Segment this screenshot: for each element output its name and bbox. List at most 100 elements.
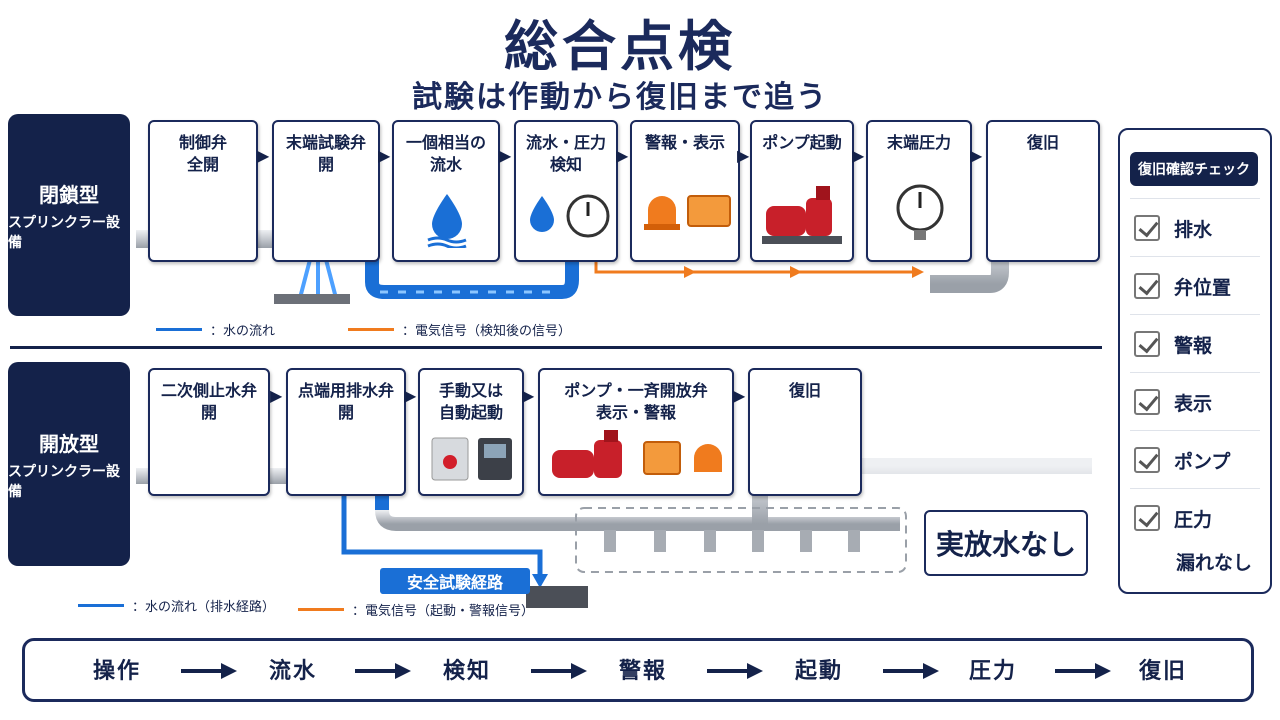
checkbox-checked-icon[interactable] (1134, 389, 1160, 415)
step-label: 末端試験弁 開 (285, 133, 366, 174)
closed-step-8: 復旧 (986, 120, 1100, 262)
drain-basin (274, 294, 350, 304)
flow-step: 検知 (443, 659, 492, 684)
signal-line-swatch (298, 608, 344, 611)
no-real-discharge-label: 実放水なし (924, 510, 1088, 576)
open-step-3: 手動又は 自動起動 (418, 368, 524, 496)
open-step-4: ポンプ・一斉開放弁 表示・警報 (538, 368, 734, 496)
open-sprinkler-heads (604, 530, 860, 552)
check-item[interactable]: ポンプ (1130, 430, 1260, 489)
closed-type-label: 閉鎖型 スプリンクラー設備 (8, 114, 130, 316)
step-label: 復旧 (1026, 133, 1059, 152)
flow-step: 操作 (93, 659, 142, 684)
right-arrow-icon (1055, 663, 1111, 679)
arrow-icon: ▶ (970, 146, 983, 165)
closed-step-3: 一個相当の 流水 (392, 120, 500, 262)
arrow-icon: ▶ (378, 146, 391, 165)
arrow-icon: ▶ (499, 146, 512, 165)
step-label: 流水・圧力 検知 (525, 133, 606, 174)
legend-text: ：電気信号（検知後の信号） (402, 324, 572, 339)
closed-step-5: 警報・表示 (630, 120, 740, 262)
drain-grate (526, 586, 588, 608)
legend-text: ：水の流れ (210, 324, 276, 339)
check-item[interactable]: 圧力 (1130, 488, 1260, 547)
restore-check-panel: 復旧確認チェック 排水 弁位置 警報 表示 ポンプ 圧力 (1118, 128, 1272, 594)
checkbox-checked-icon[interactable] (1134, 505, 1160, 531)
open-step-5: 復旧 (748, 368, 862, 496)
step-label: ポンプ起動 (762, 133, 842, 152)
right-arrow-icon (531, 663, 587, 679)
check-item-label: 表示 (1174, 392, 1213, 415)
check-item-label: 弁位置 (1174, 276, 1232, 299)
checkbox-checked-icon[interactable] (1134, 331, 1160, 357)
open-step-1: 二次側止水弁 開 (148, 368, 270, 496)
closed-signal-line (594, 262, 920, 274)
flow-step: 起動 (795, 659, 844, 684)
water-line-swatch (78, 604, 124, 607)
open-header-pipe (375, 509, 900, 531)
check-item[interactable]: 弁位置 (1130, 256, 1260, 315)
step-label: ポンプ・一斉開放弁 表示・警報 (564, 381, 708, 422)
check-panel-title: 復旧確認チェック (1130, 152, 1258, 186)
alarm-panel-icon (644, 195, 731, 230)
closed-type-subtitle: スプリンクラー設備 (8, 214, 120, 251)
open-type-label: 開放型 スプリンクラー設備 (8, 362, 130, 566)
legend-text: ：電気信号（起動・警報信号） (352, 604, 535, 619)
flow-step: 流水 (269, 659, 318, 684)
arrow-icon: ▶ (733, 386, 746, 405)
right-arrow-icon (355, 663, 411, 679)
closed-legend-signal: ：電気信号（検知後の信号） (348, 320, 571, 339)
check-item-label: 警報 (1174, 334, 1213, 357)
right-arrow-icon (181, 663, 237, 679)
flow-step: 圧力 (969, 659, 1018, 684)
open-legend-signal: ：電気信号（起動・警報信号） (298, 600, 534, 619)
check-item[interactable]: 表示 (1130, 372, 1260, 431)
page-subtitle: 試験は作動から復旧まで追う (412, 80, 828, 115)
check-item[interactable]: 排水 (1130, 198, 1260, 257)
arrow-icon: ▶ (522, 386, 535, 405)
right-arrow-icon (707, 663, 763, 679)
arrow-icon: ▶ (852, 146, 865, 165)
sprinkler-zone (575, 507, 907, 573)
water-drop-icon (427, 194, 467, 248)
pressure-gauge-icon (530, 194, 610, 238)
closed-legend-water: ：水の流れ (156, 320, 275, 339)
flow-step: 警報 (619, 659, 668, 684)
closed-step-2: 末端試験弁 開 (272, 120, 380, 262)
check-item-label: 排水 (1174, 218, 1213, 241)
open-step-2: 点端用排水弁 開 (286, 368, 406, 496)
legend-text: ：水の流れ（排水経路） (132, 600, 276, 615)
step-label: 制御弁 全開 (178, 133, 227, 174)
pump-alarm-icon (552, 430, 722, 478)
closed-step-6: ポンプ起動 (750, 120, 854, 262)
water-line-swatch (156, 328, 202, 331)
closed-type-title: 閉鎖型 (39, 182, 99, 207)
closed-step-1: 制御弁 全開 (148, 120, 258, 262)
step-label: 二次側止水弁 開 (160, 381, 257, 422)
safe-test-route-label: 安全試験経路 (380, 568, 530, 594)
open-legend-water: ：水の流れ（排水経路） (78, 596, 275, 615)
checkbox-checked-icon[interactable] (1134, 215, 1160, 241)
signal-line-swatch (348, 328, 394, 331)
section-divider (10, 346, 1102, 349)
checkbox-checked-icon[interactable] (1134, 447, 1160, 473)
check-item-label: ポンプ (1174, 450, 1231, 473)
checkbox-checked-icon[interactable] (1134, 273, 1160, 299)
step-label: 復旧 (788, 381, 821, 400)
flow-step: 復旧 (1139, 659, 1188, 684)
open-type-title: 開放型 (39, 431, 99, 456)
step-label: 末端圧力 (886, 133, 951, 152)
arrow-icon: ▶ (737, 146, 750, 165)
start-switch-icon (431, 437, 512, 481)
end-pressure-gauge-icon (896, 184, 944, 240)
arrow-icon: ▶ (404, 386, 417, 405)
step-label: 一個相当の 流水 (405, 133, 486, 174)
closed-step-4: 流水・圧力 検知 (514, 120, 618, 262)
check-item-extra-label: 漏れなし (1176, 552, 1253, 574)
closed-step-7: 末端圧力 (866, 120, 972, 262)
page-title: 総合点検 (504, 15, 736, 78)
arrow-icon: ▶ (616, 146, 629, 165)
step-label: 警報・表示 (644, 133, 725, 152)
check-item[interactable]: 警報 (1130, 314, 1260, 373)
right-arrow-icon (883, 663, 939, 679)
